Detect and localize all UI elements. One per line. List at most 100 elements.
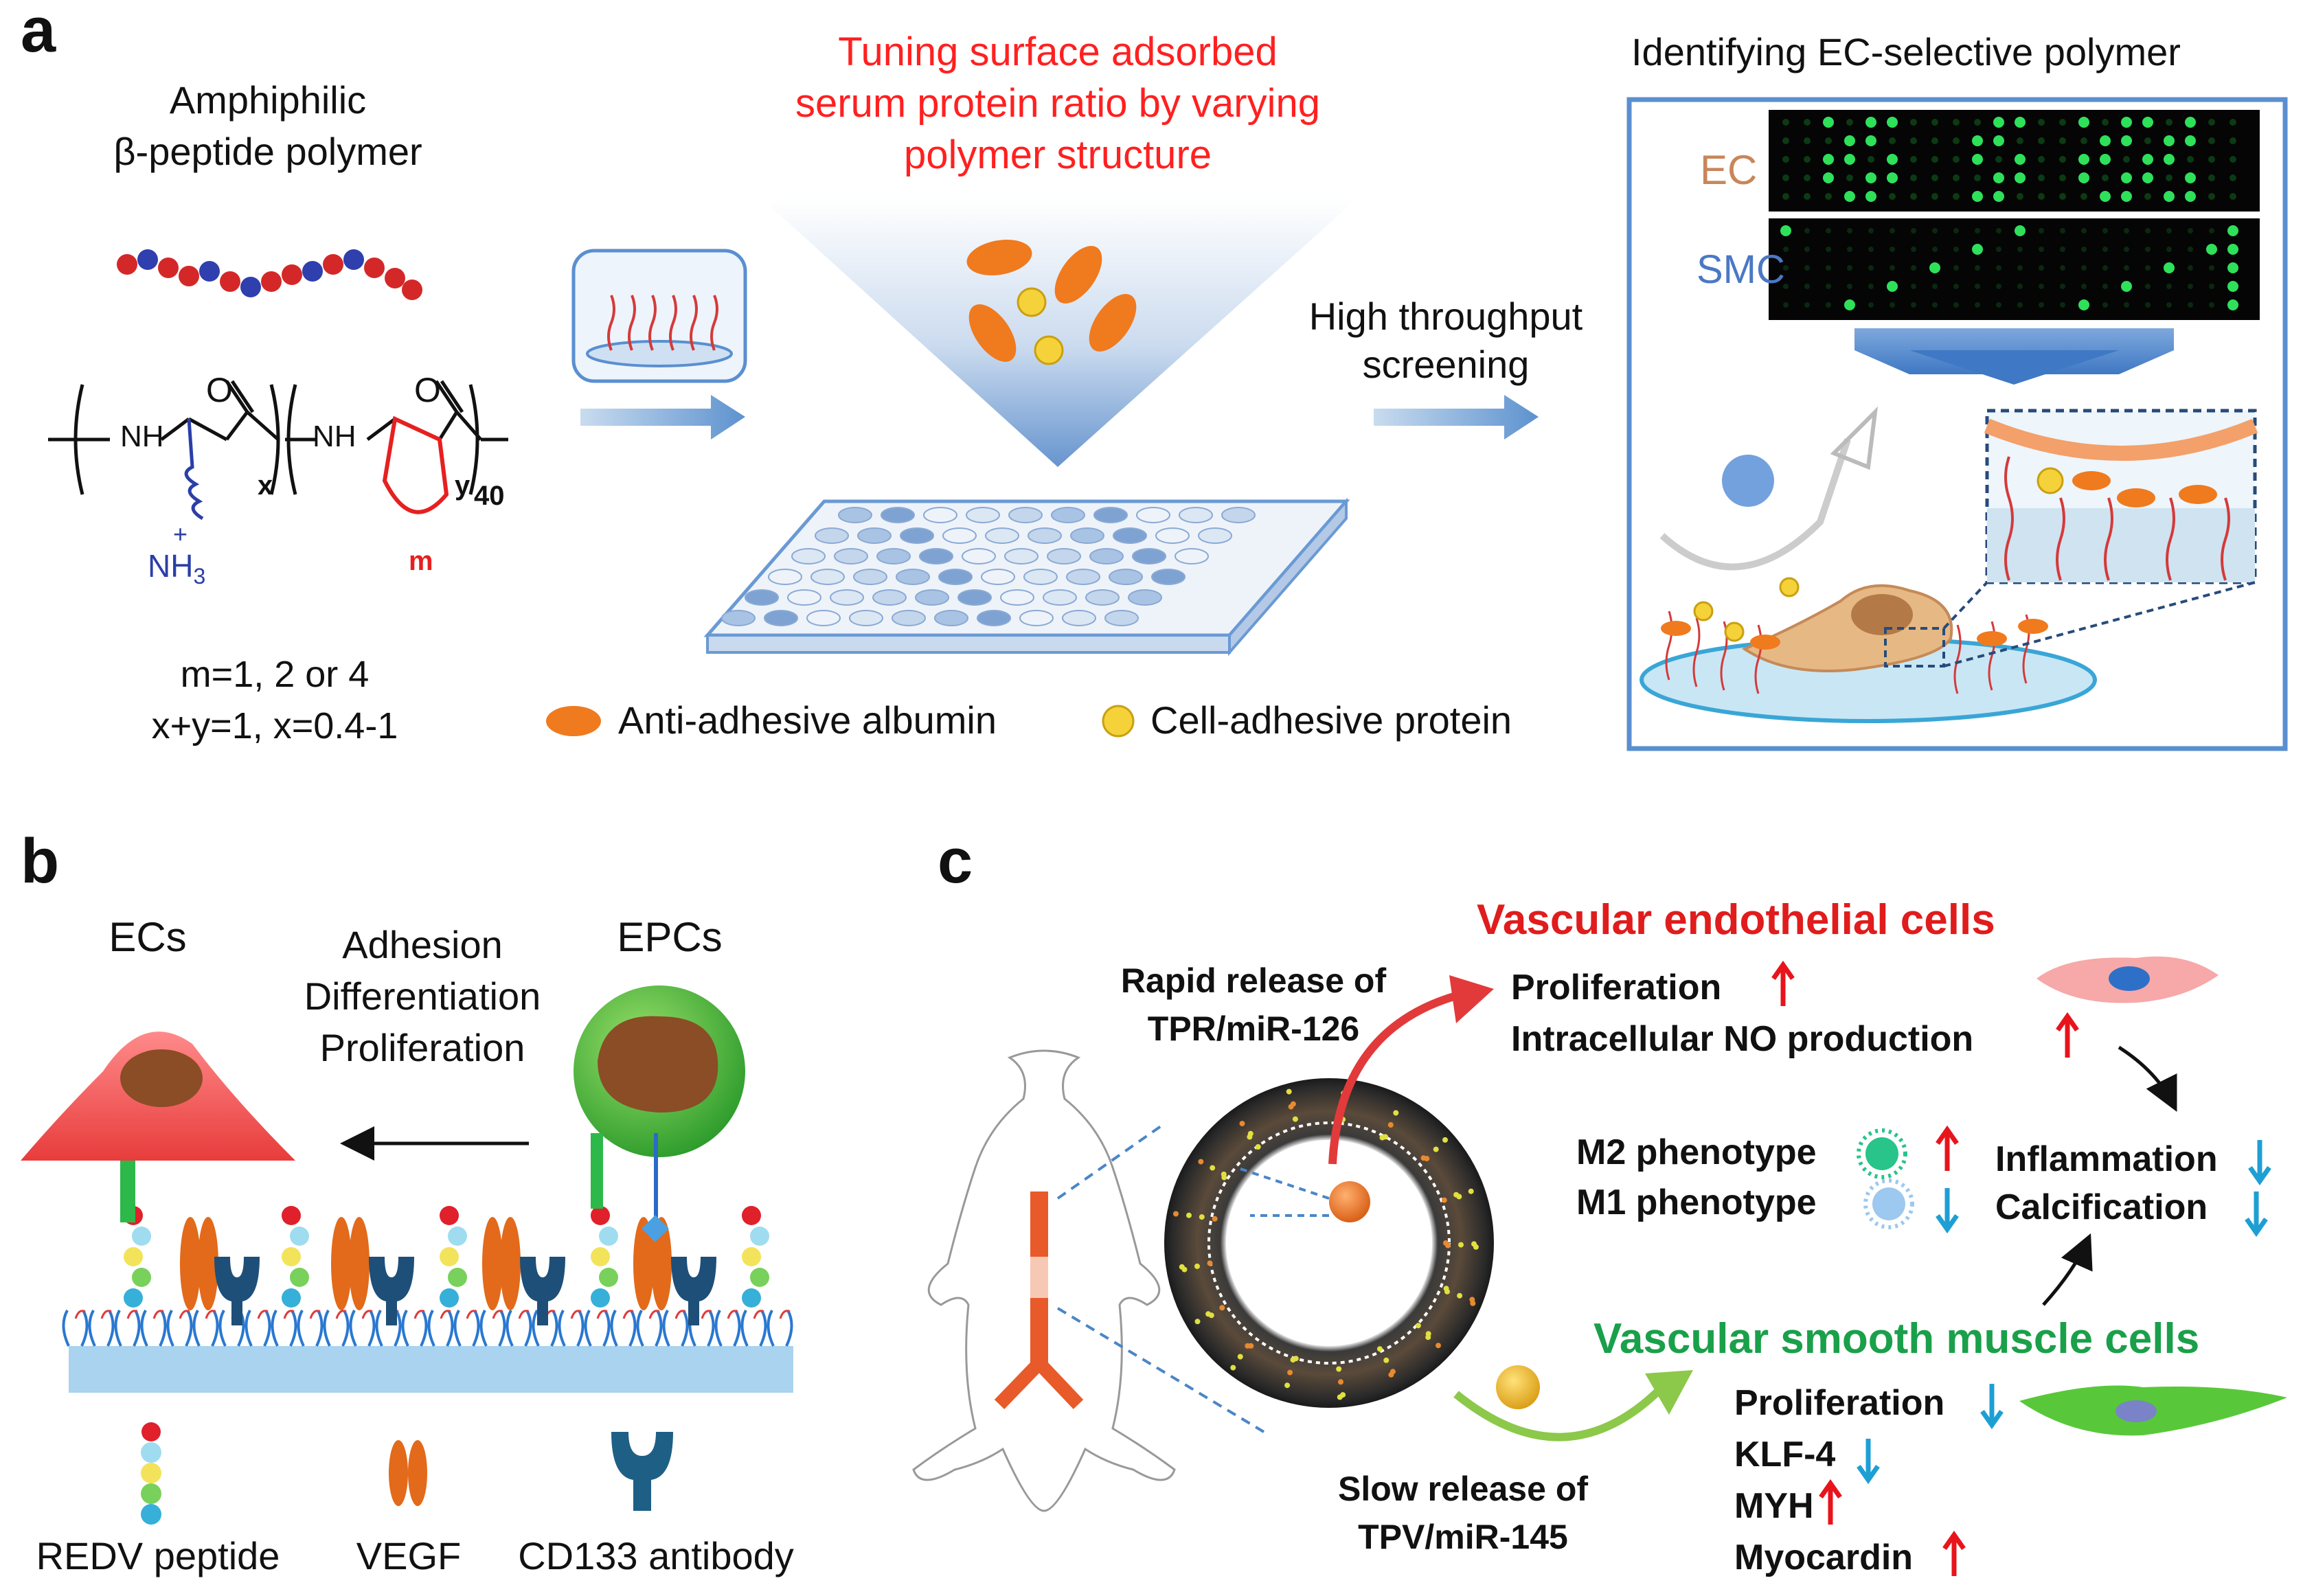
polymer-bead-chain [117,249,422,300]
slow-line2: TPV/miR-145 [1358,1518,1568,1556]
inflammation-down-arrow [2248,1140,2271,1186]
substrate [69,1346,793,1393]
legend-cd133-icon [611,1432,673,1511]
link-arrow-top [2118,1045,2177,1112]
rapid-line2: TPR/miR-126 [1148,1010,1359,1048]
ec-nucleus [120,1049,203,1107]
chem-x: x [258,470,273,501]
chem-m: m [409,546,433,576]
zoom-box-small [1884,627,1945,668]
chem-nh3: NH3 [148,548,205,589]
cell-membrane [1984,418,2258,461]
cell-cycle-arrow [1659,438,1851,571]
vsmc-title: Vascular smooth muscle cells [1593,1315,2199,1363]
polymer-title-line2: β-peptide polymer [113,130,422,173]
ec-label: EC [1700,147,1757,193]
chem-y: y [455,470,470,501]
chem-plus: + [173,520,188,548]
vsmc-item3-up-arrow [1819,1479,1842,1525]
down-arrow-head [1909,350,2119,385]
legend-cd133-label: CD133 antibody [518,1534,794,1577]
slow-release-arrow [1453,1384,1666,1441]
rapid-line1: Rapid release of [1121,961,1387,1000]
tuning-line1: Tuning surface adsorbed [838,30,1277,74]
calcification-label: Calcification [1995,1187,2208,1227]
legend-albumin-icon [546,706,601,736]
panel-c: c Rapid release of TPR/miR-126 Slow rele… [912,826,2287,1577]
panel-b-label: b [21,826,59,896]
cell-cycle-arrowhead [1830,406,1879,470]
process-line1: Adhesion [342,923,503,966]
graft-link-2 [1056,1307,1265,1433]
graft-link-1 [1056,1125,1162,1200]
slow-line1: Slow release of [1338,1470,1588,1508]
tuning-line3: polymer structure [904,133,1212,177]
chem-o2: O [414,371,441,409]
flow-arrow-1 [580,395,745,440]
vsmc-item1-down-arrow [1980,1384,2004,1430]
params-line2: x+y=1, x=0.4-1 [152,705,398,746]
floating-cell [1722,455,1774,507]
ec-array-spots [1782,117,2236,202]
vsmc-item2-down-arrow [1857,1439,1880,1485]
legend-redv-icon [141,1422,161,1525]
smc-array [1769,218,2260,320]
epcs-label: EPCs [617,914,722,960]
panel-c-label: c [938,826,973,896]
chem-nh2: NH [313,420,356,453]
screening-line1: High throughput [1309,295,1583,338]
legend-protein-icon [1102,705,1135,738]
m1-label: M1 phenotype [1576,1183,1817,1222]
vsmc-item4-up-arrow [1942,1530,1966,1576]
inset-polymers [2004,456,2230,581]
chem-40: 40 [474,481,505,511]
tuning-line2: serum protein ratio by varying [795,81,1320,126]
serum-proteins [966,240,1137,365]
cyclic-ring [382,415,449,514]
vec-title: Vascular endothelial cells [1477,896,1995,944]
vsmc-item1: Proliferation [1734,1383,1944,1423]
smc-label: SMC [1697,247,1785,292]
process-line3: Proliferation [320,1026,525,1069]
vec-item2-up-arrow [2056,1012,2079,1058]
identifying-title: Identifying EC-selective polymer [1631,30,2181,73]
panel-a-label: a [21,0,56,65]
calcification-down-arrow [2245,1192,2268,1238]
amine-chain [184,418,204,521]
m2-label: M2 phenotype [1576,1132,1817,1172]
well-plate [703,497,1350,657]
vec-item1-up-arrow [1771,960,1795,1006]
smc-array-spots [1780,225,2238,310]
panel-a: a Amphiphilic β-peptide polymer [21,0,2288,751]
surface-molecules [120,1133,769,1325]
cell-nucleus [1851,594,1913,635]
legend-redv-label: REDV peptide [36,1534,280,1577]
ring-particles [1173,1088,1479,1400]
zoom-line-1 [1942,581,1988,630]
vsmc-item3: MYH [1734,1486,1814,1526]
panel-b: b ECs EPCs Adhesion Differentiation Prol… [21,826,794,1577]
vsmc-item2: KLF-4 [1734,1435,1835,1474]
inflammation-label: Inflammation [1995,1139,2218,1179]
polymer-title-line1: Amphiphilic [170,78,366,122]
params-line1: m=1, 2 or 4 [181,654,370,695]
screening-line2: screening [1363,343,1530,386]
m1-down-arrow [1936,1188,1959,1234]
process-line2: Differentiation [304,974,541,1018]
epc-nucleus [598,1016,718,1113]
coated-surface-icon [571,249,747,383]
m2-up-arrow [1936,1125,1959,1171]
tpv-particle [1496,1365,1540,1409]
legend-vegf-label: VEGF [356,1534,461,1577]
chem-o1: O [206,371,233,409]
legend-vegf-icon [389,1440,427,1506]
vsmc-item4: Myocardin [1734,1538,1913,1577]
vec-item2: Intracellular NO production [1511,1019,1973,1059]
rapid-release-arrow [1328,992,1457,1165]
flow-arrow-2 [1374,395,1539,440]
legend-albumin-label: Anti-adhesive albumin [618,698,997,742]
chem-nh1: NH [120,420,164,453]
ecs-label: ECs [109,914,186,960]
legend-protein-label: Cell-adhesive protein [1150,698,1512,742]
